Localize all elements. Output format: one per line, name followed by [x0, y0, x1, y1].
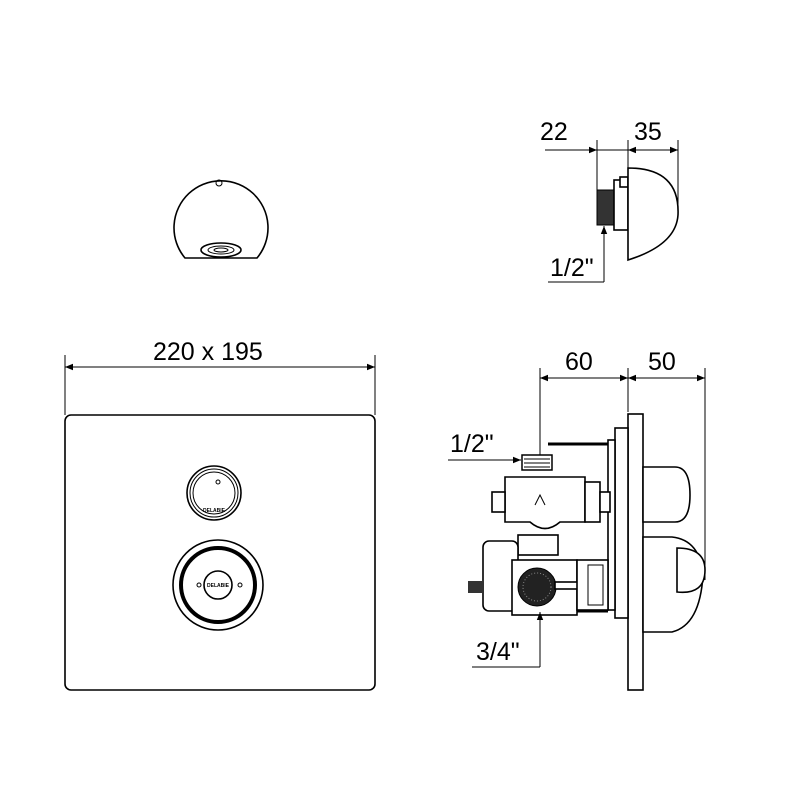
dimension-inlet-top: 1/2" [450, 430, 494, 458]
logo-text: DELABIE [203, 508, 226, 514]
dimension-thread-top: 1/2" [550, 254, 594, 282]
flow-button: DELABIE [186, 465, 242, 521]
shower-head-side-view: 22 35 1/2" [540, 118, 679, 283]
logo-text: DELABIE [207, 583, 230, 589]
dimension-inlet-bottom: 3/4" [476, 638, 520, 666]
dimension-22: 22 [540, 118, 568, 146]
valve-side-view: 60 50 1/2" 3/4" [448, 348, 706, 691]
shower-head-front-view [173, 179, 269, 259]
dimension-plate-size: 220 x 195 [153, 338, 263, 366]
temperature-knob: DELABIE [172, 539, 264, 631]
dimension-35: 35 [634, 118, 662, 146]
dimension-60: 60 [565, 348, 593, 376]
dimension-50: 50 [648, 348, 676, 376]
front-plate-view: 220 x 195 DELABIE DELABIE [64, 338, 376, 691]
